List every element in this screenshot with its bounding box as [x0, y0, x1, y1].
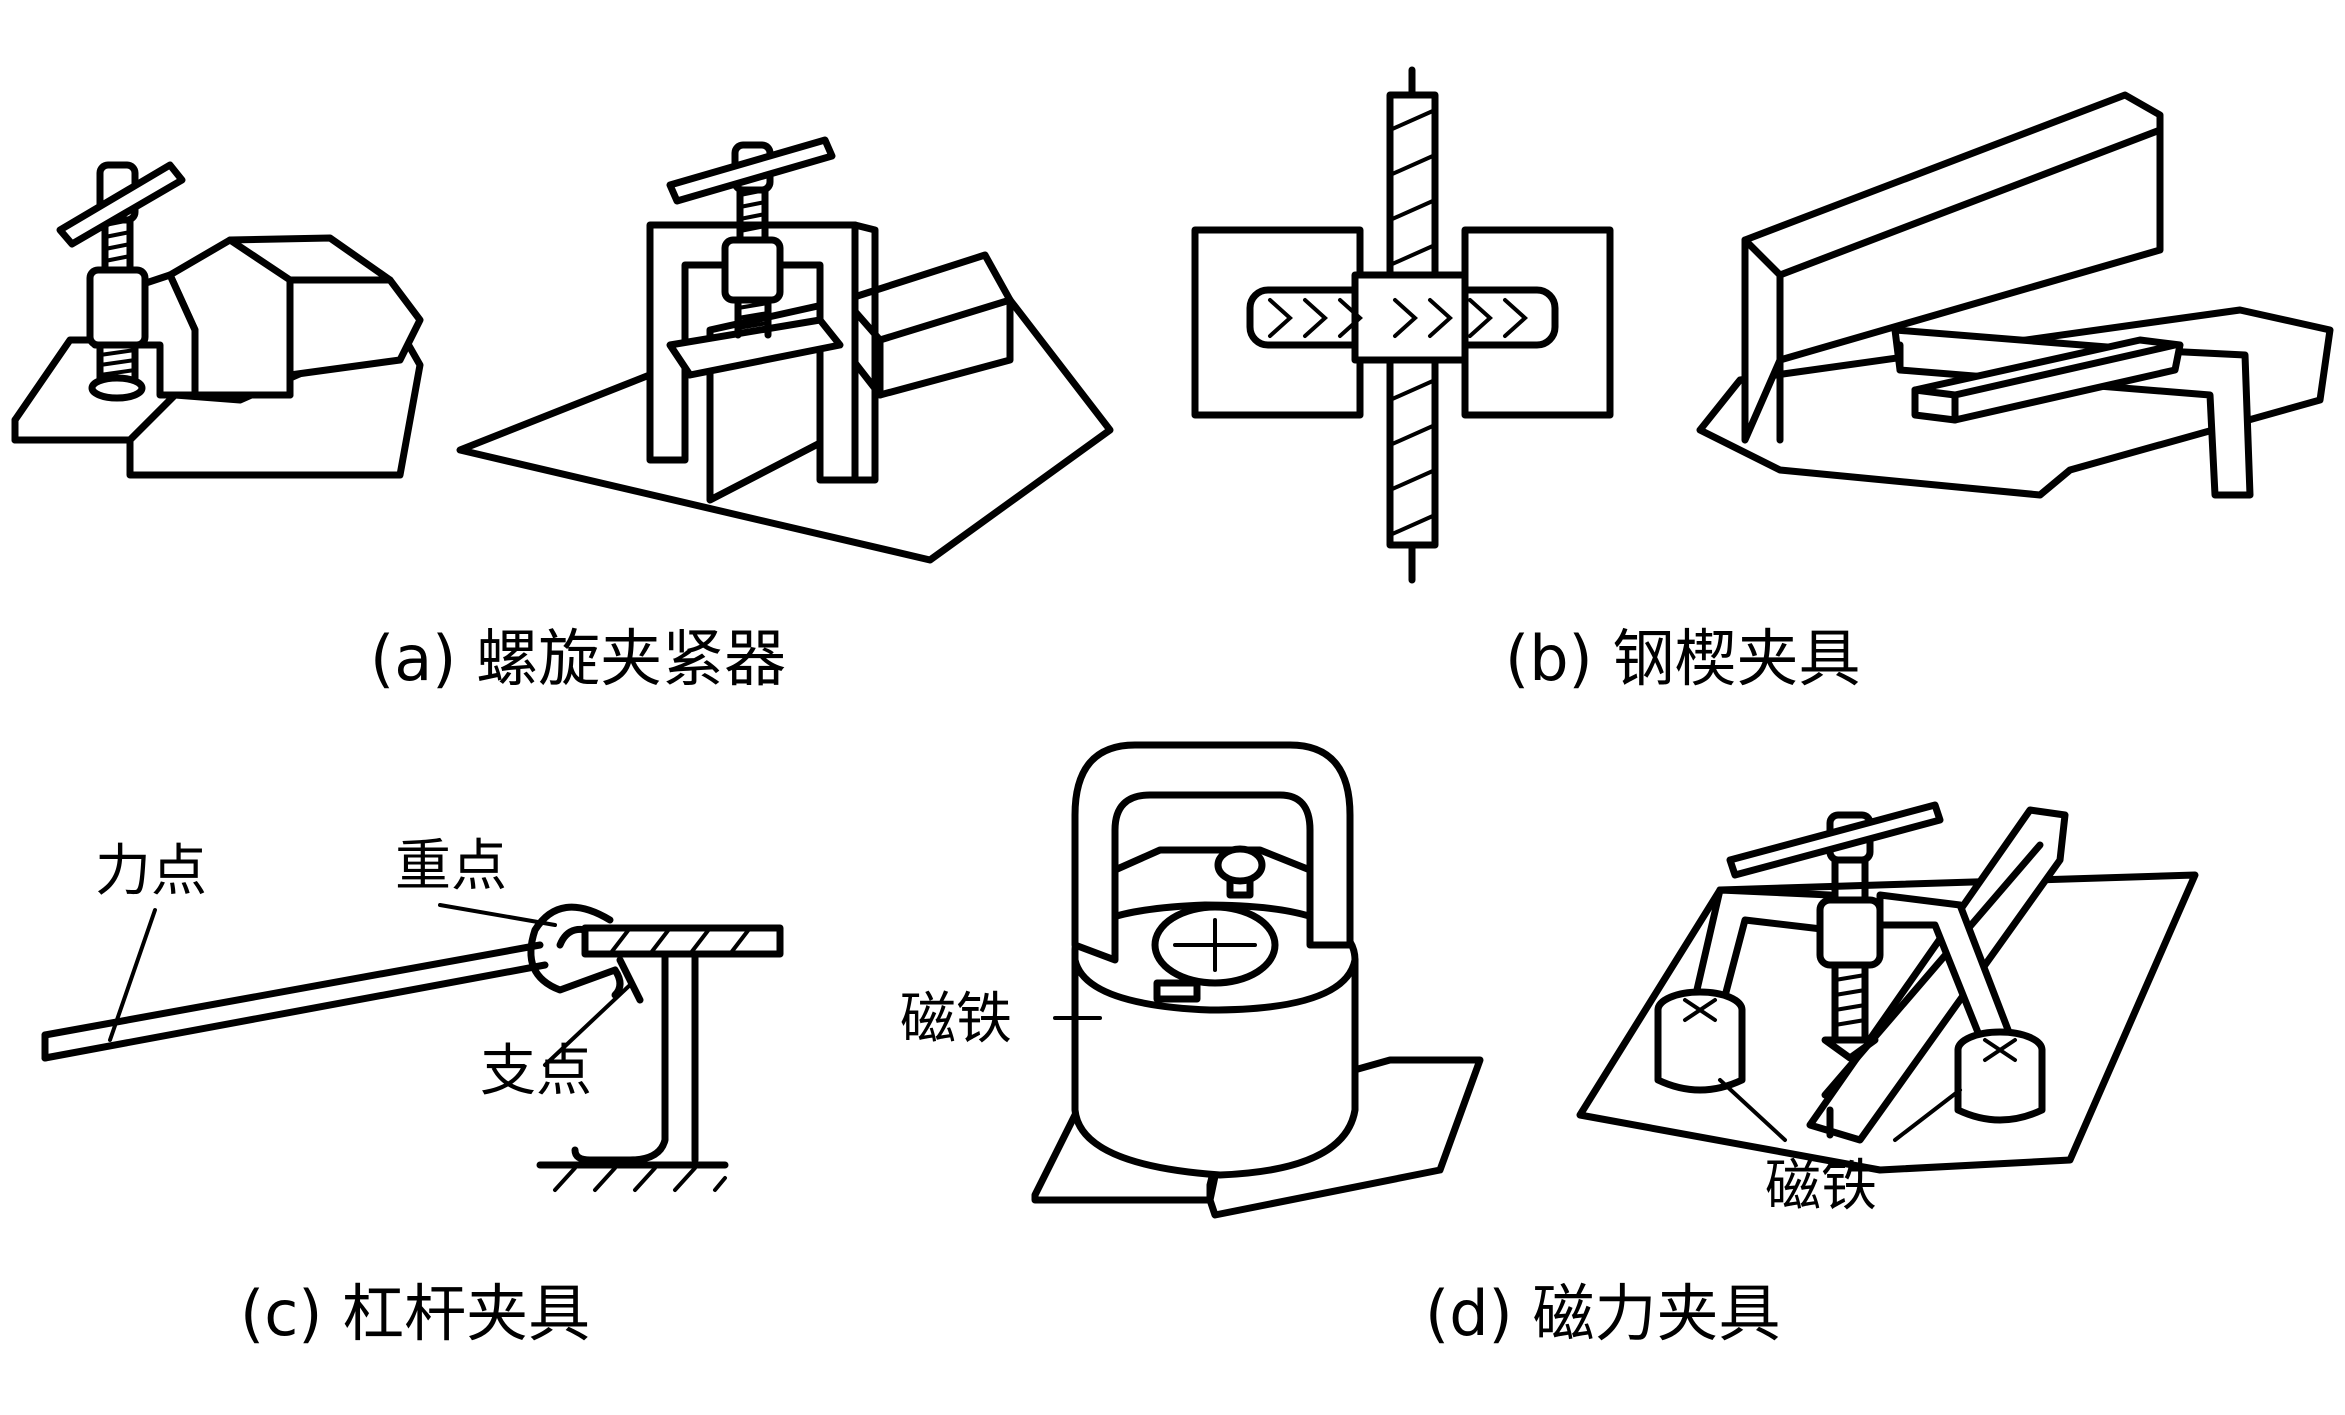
wedge-fixture-plan-view: [1191, 66, 1614, 584]
lever-fixture: [41, 903, 784, 1192]
label-magnet-bridge: 磁铁: [1765, 1154, 1877, 1219]
label-force-point: 力点: [95, 839, 207, 904]
screw-clamp-small: [11, 161, 424, 479]
wedge-fixture-3d: [1696, 91, 2334, 499]
caption-c: (c) 杠杆夹具: [240, 1277, 590, 1350]
label-fulcrum: 支点: [480, 1039, 592, 1104]
caption-a: (a) 螺旋夹紧器: [370, 622, 786, 695]
label-magnet-pot: 磁铁: [900, 987, 1012, 1052]
magnetic-clamp-bridge: [1576, 801, 2199, 1174]
caption-b: (b) 钢楔夹具: [1505, 622, 1860, 695]
magnetic-clamp-pot: [1031, 741, 1484, 1219]
label-load-point: 重点: [395, 834, 507, 899]
caption-d: (d) 磁力夹具: [1425, 1277, 1780, 1350]
screw-clamp-frame: [456, 136, 1114, 564]
